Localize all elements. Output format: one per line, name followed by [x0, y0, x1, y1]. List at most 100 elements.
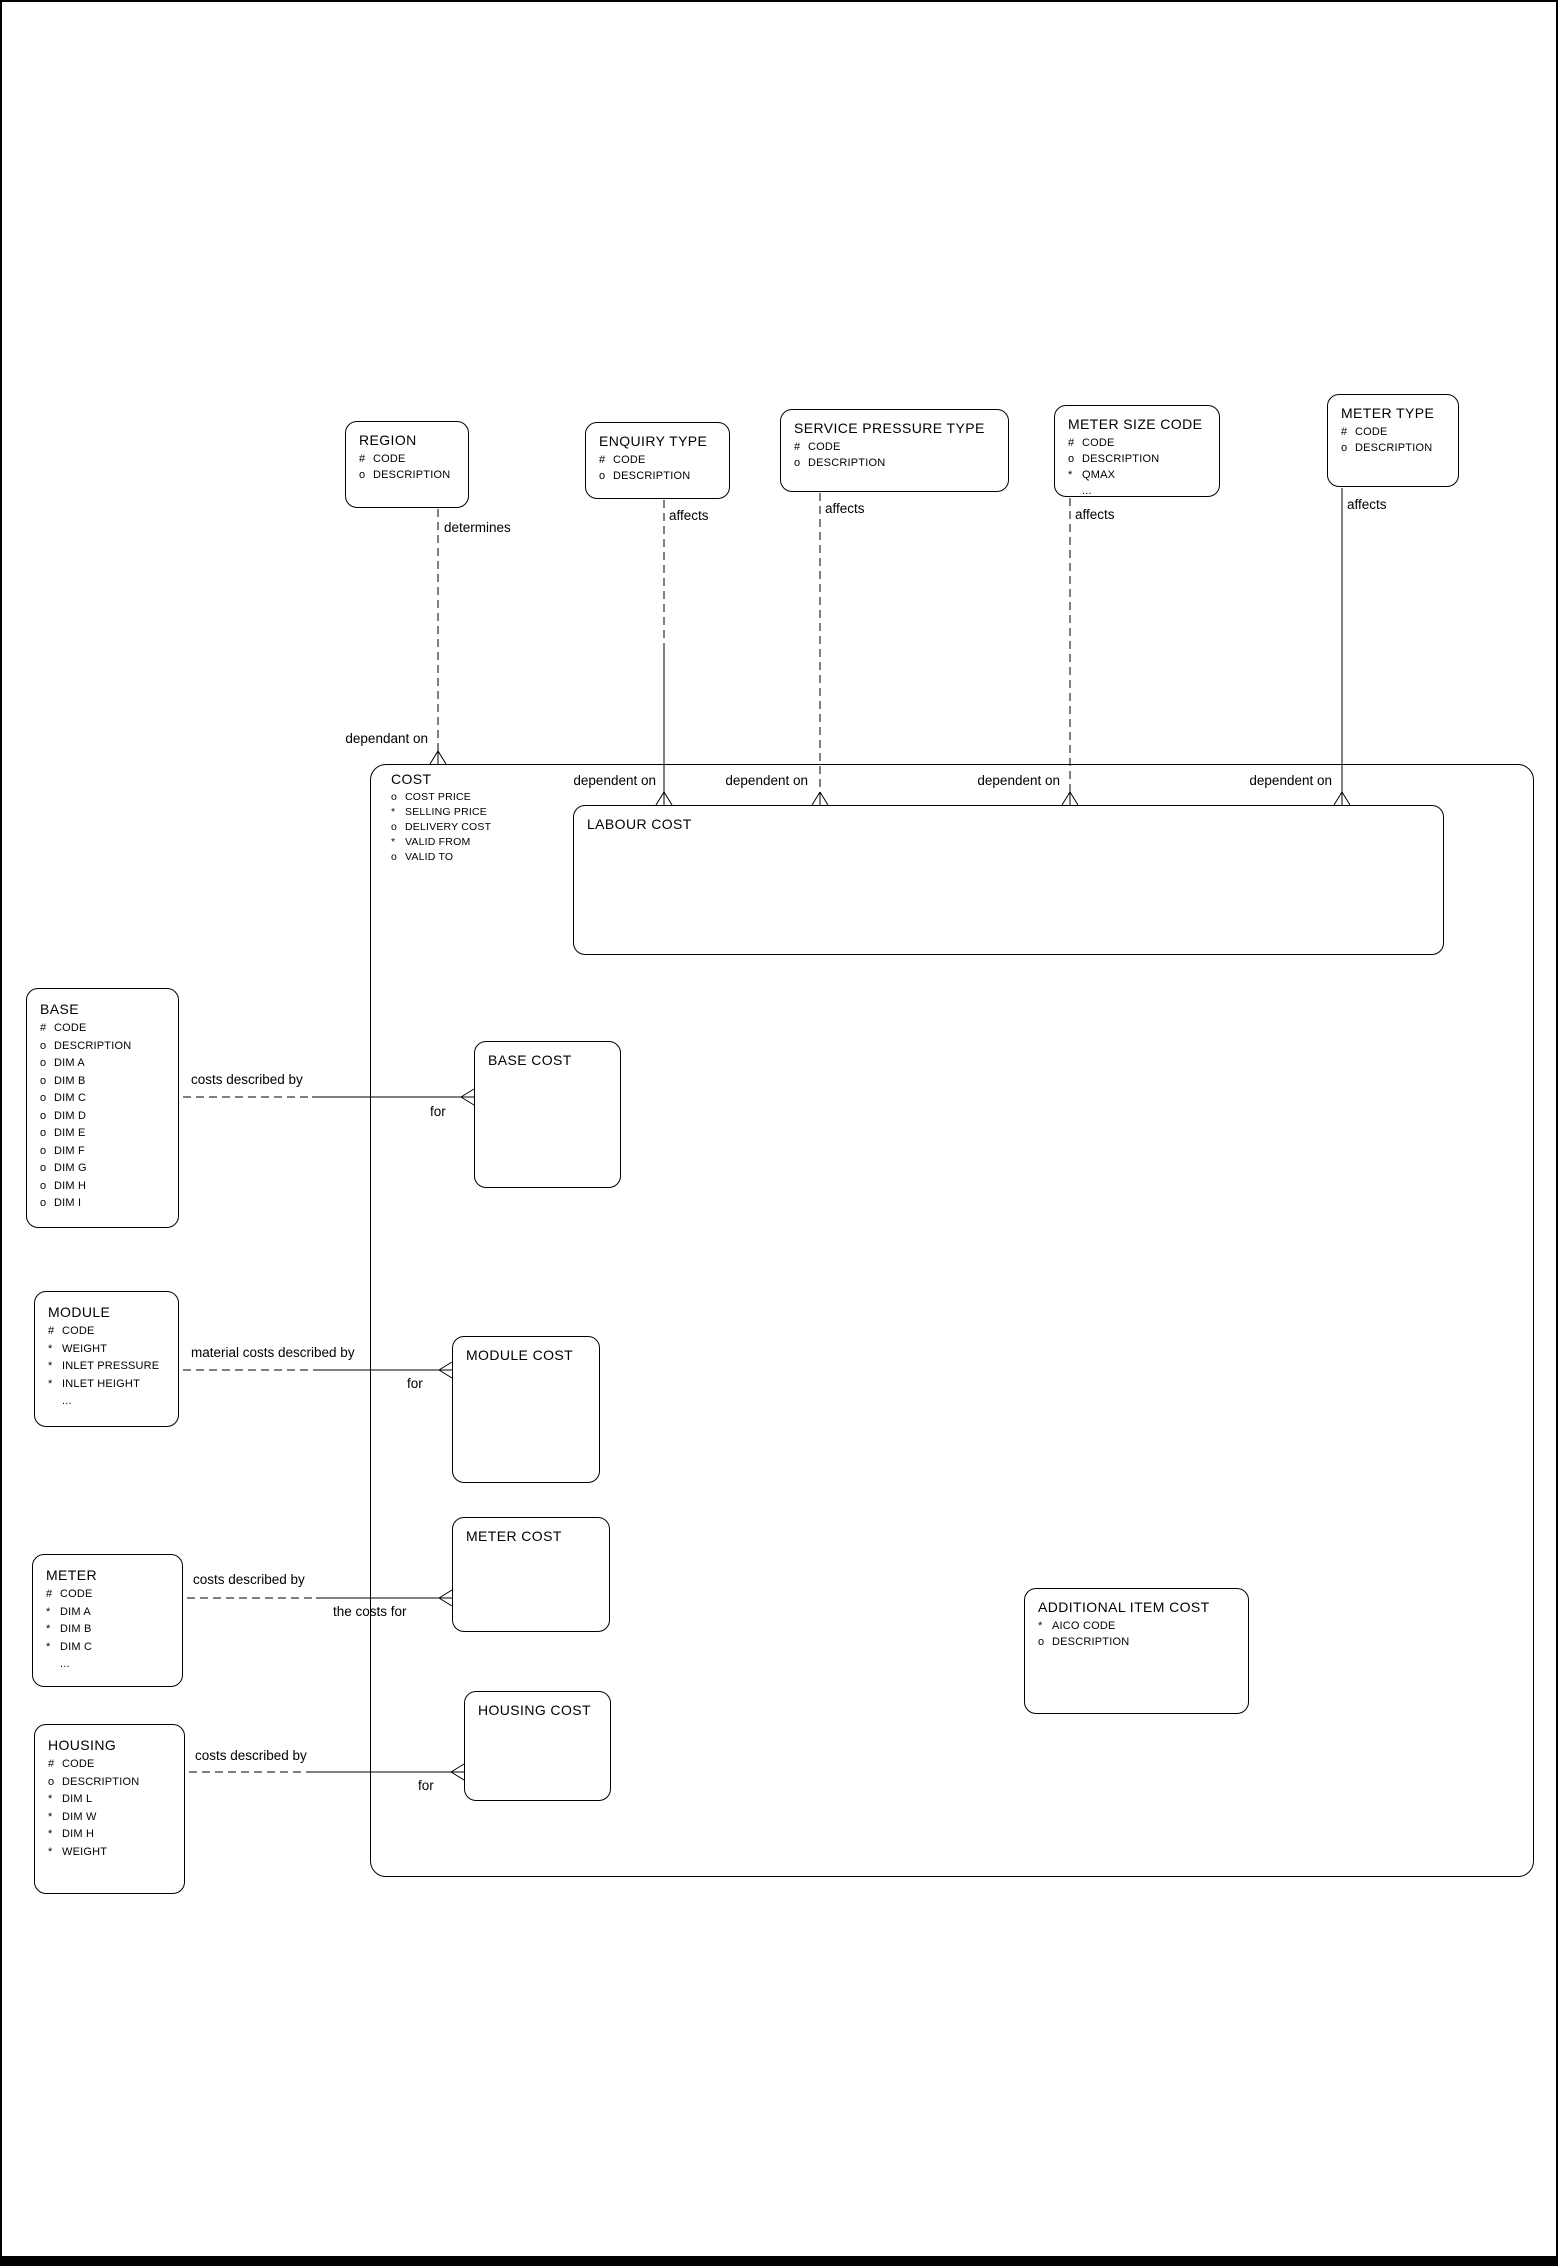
attribute-optionality-tag: * [48, 1342, 53, 1355]
entity-attributes: # CODE o DESCRIPTION [359, 451, 462, 483]
attribute-optionality-tag: # [359, 453, 366, 465]
entity-title: LABOUR COST [587, 816, 692, 832]
entity-labour-cost[interactable]: LABOUR COST [573, 805, 1444, 955]
attribute-optionality-tag: * [391, 806, 396, 818]
attribute-optionality-tag: * [46, 1623, 51, 1635]
attribute-row: # CODE [359, 451, 462, 467]
attribute-optionality-tag: o [359, 469, 366, 481]
entity-housing-cost[interactable]: HOUSING COST [464, 1691, 611, 1801]
attribute-optionality-tag: * [48, 1377, 53, 1390]
attribute-name: CODE [808, 441, 841, 453]
connector-service-pressure-type-labour-cost [811, 493, 829, 806]
attribute-name: DIM F [54, 1144, 85, 1157]
label-costs-described-by-housing: costs described by [195, 1748, 307, 1763]
attribute-name: DIM I [54, 1197, 82, 1209]
attribute-optionality-tag: o [40, 1162, 47, 1174]
attribute-name: WEIGHT [62, 1845, 108, 1858]
attribute-row: ... [46, 1656, 176, 1674]
attribute-optionality-tag: # [794, 441, 801, 453]
label-for-base: for [430, 1104, 446, 1119]
attribute-name: DIM D [54, 1109, 87, 1122]
label-dependent-on-meter-size: dependent on [977, 773, 1060, 788]
attribute-name: COST PRICE [405, 791, 471, 803]
entity-meter-cost[interactable]: METER COST [452, 1517, 610, 1632]
label-for-housing: for [418, 1778, 434, 1793]
attribute-name: ... [62, 1395, 72, 1407]
attribute-optionality-tag: * [1038, 1620, 1043, 1632]
attribute-name: DIM E [54, 1127, 86, 1139]
attribute-name: DESCRIPTION [373, 469, 451, 481]
attribute-optionality-tag: o [48, 1775, 55, 1788]
attribute-optionality-tag: o [391, 791, 398, 803]
attribute-optionality-tag: o [40, 1092, 47, 1104]
attribute-row: *DIM B [46, 1621, 176, 1639]
attribute-optionality-tag: * [48, 1828, 53, 1840]
attribute-name: VALID FROM [405, 836, 471, 848]
attribute-name: CODE [60, 1588, 93, 1600]
attribute-row: # CODE [794, 439, 1002, 455]
label-affects-enquiry-type: affects [669, 508, 709, 523]
attribute-name: CODE [62, 1758, 95, 1770]
attribute-row: #CODE [1341, 424, 1452, 440]
attribute-row: *INLET PRESSURE [48, 1358, 172, 1376]
attribute-optionality-tag: o [391, 851, 398, 863]
attribute-row: *DIM C [46, 1639, 176, 1657]
attribute-row: #CODE [599, 452, 723, 468]
attribute-optionality-tag: o [1341, 442, 1348, 454]
entity-meter[interactable]: METER #CODE*DIM A*DIM B*DIM C... [32, 1554, 183, 1687]
label-affects-service-pressure-type: affects [825, 501, 865, 516]
attribute-name: DESCRIPTION [54, 1039, 132, 1052]
attribute-optionality-tag: * [48, 1793, 53, 1805]
label-costs-described-by-meter: costs described by [193, 1572, 305, 1587]
attribute-optionality-tag: * [48, 1845, 53, 1858]
entity-title: ENQUIRY TYPE [599, 433, 708, 449]
entity-module[interactable]: MODULE #CODE*WEIGHT*INLET PRESSURE*INLET… [34, 1291, 179, 1427]
attribute-name: DESCRIPTION [808, 457, 886, 469]
attribute-row: * WEIGHT [48, 1844, 178, 1862]
entity-title: HOUSING COST [478, 1702, 591, 1718]
attribute-optionality-tag: o [1068, 453, 1075, 465]
attribute-name: DELIVERY COST [405, 821, 492, 833]
attribute-optionality-tag: * [48, 1810, 53, 1823]
attribute-name: DESCRIPTION [1052, 1636, 1130, 1648]
attribute-row: ... [1068, 483, 1213, 499]
attribute-name: INLET PRESSURE [62, 1360, 160, 1372]
entity-title: MODULE [48, 1304, 111, 1320]
entity-base-cost[interactable]: BASE COST [474, 1041, 621, 1188]
attribute-name: DIM G [54, 1162, 87, 1174]
attribute-optionality-tag: # [40, 1022, 47, 1034]
entity-title: MODULE COST [466, 1347, 574, 1363]
entity-title: ADDITIONAL ITEM COST [1038, 1599, 1210, 1615]
attribute-name: CODE [373, 453, 406, 465]
entity-module-cost[interactable]: MODULE COST [452, 1336, 600, 1483]
attribute-optionality-tag: # [48, 1325, 55, 1337]
attribute-row: o COST PRICE [391, 790, 1527, 805]
attribute-name: DIM H [54, 1179, 87, 1192]
attribute-row: #CODE [48, 1756, 178, 1774]
attribute-row: *QMAX [1068, 467, 1213, 483]
entity-title: SERVICE PRESSURE TYPE [794, 420, 985, 436]
attribute-optionality-tag: # [46, 1588, 53, 1600]
attribute-row: o DIM G [40, 1160, 172, 1178]
attribute-name: AICO CODE [1052, 1620, 1116, 1632]
